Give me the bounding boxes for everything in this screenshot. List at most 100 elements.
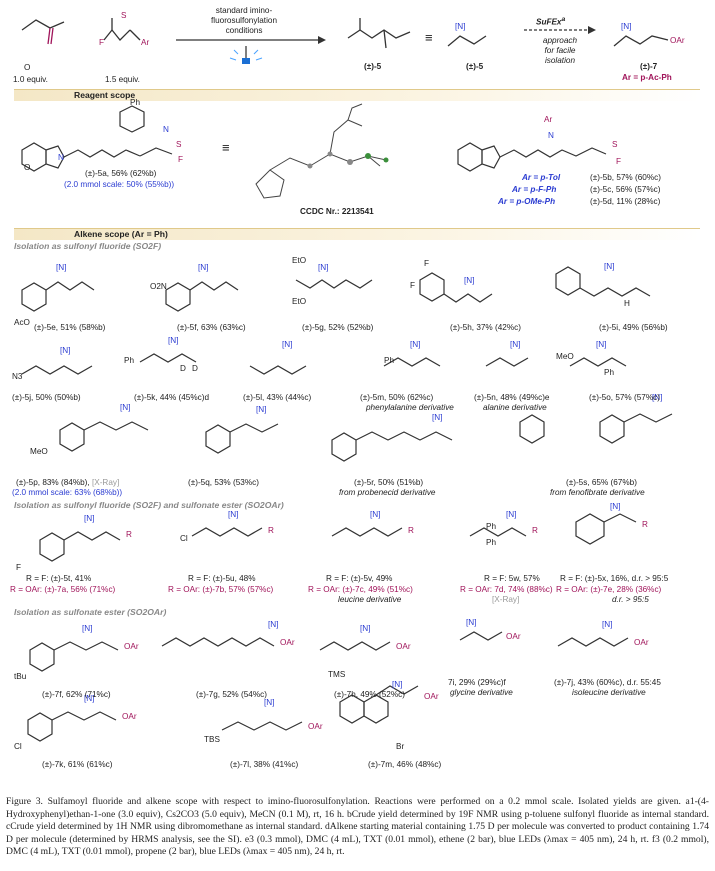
label-n: [N] xyxy=(596,340,607,349)
label-f: F xyxy=(424,259,430,268)
label-n: [N] xyxy=(82,624,93,633)
compound-7l-yield: (±)-7l, 38% (41%c) xyxy=(230,760,299,769)
section-reagent-scope: Reagent scope xyxy=(74,90,136,100)
label-oar: OAr xyxy=(122,712,137,721)
compound-7g-yield: (±)-7g, 52% (54%c) xyxy=(196,690,267,699)
divider xyxy=(14,228,700,229)
compound-7i-yield: 7i, 29% (29%c)f xyxy=(448,678,506,687)
reagent-structures xyxy=(21,103,607,199)
label-eto: EtO xyxy=(292,256,307,265)
compound-5l-yield: (±)-5l, 43% (44%c) xyxy=(243,393,312,402)
label-r: R xyxy=(532,526,538,535)
label-oar: OAr xyxy=(506,632,521,641)
label-n: [N] xyxy=(60,346,71,355)
compound-5o-yield: (±)-5o, 57% (57%c) xyxy=(589,393,660,402)
label-n: [N] xyxy=(604,262,615,271)
label-cl: Cl xyxy=(14,742,22,751)
compound-5q-yield: (±)-5q, 53% (53%c) xyxy=(188,478,259,487)
ar-tol: Ar = p-Tol xyxy=(522,173,561,182)
alkene-scope-structures xyxy=(21,266,673,742)
compound-5p-yield: (±)-5p, 83% (84%b), [X-Ray] xyxy=(16,478,120,487)
label-n: [N] xyxy=(198,263,209,272)
compound-5i-yield: (±)-5i, 49% (56%b) xyxy=(599,323,668,332)
reagent-equiv: 1.5 equiv. xyxy=(105,75,140,84)
ar-ome: Ar = p-OMe-Ph xyxy=(498,197,556,206)
section-isolation-ester: Isolation as sulfonate ester (SO2OAr) xyxy=(14,607,167,617)
label-aco: AcO xyxy=(14,318,30,327)
label-meo: MeO xyxy=(30,447,48,456)
compound-7k-yield: (±)-7k, 61% (61%c) xyxy=(42,760,113,769)
label-f: F xyxy=(616,157,622,166)
label-o: O xyxy=(24,163,31,172)
label-n3: N3 xyxy=(12,372,23,381)
label-o2n: O2N xyxy=(150,282,167,291)
compound-5n-note: alanine derivative xyxy=(483,403,547,412)
section-band xyxy=(14,90,700,101)
label-tbu: tBu xyxy=(14,672,27,681)
label-d: D xyxy=(180,364,186,373)
equivalence-sign: ≡ xyxy=(425,30,433,45)
label-oar: OAr xyxy=(424,692,439,701)
compound-7j-note: isoleucine derivative xyxy=(572,688,646,697)
alkene-equiv: 1.0 equiv. xyxy=(13,75,48,84)
compound-5n-yield: (±)-5n, 48% (49%c)e xyxy=(474,393,550,402)
label-n: [N] xyxy=(268,620,279,629)
figure-caption: Figure 3. Sulfamoyl fluoride and alkene … xyxy=(6,796,709,858)
label-n: [N] xyxy=(610,502,621,511)
label-ph: Ph xyxy=(130,98,141,107)
label-n: [N] xyxy=(84,514,95,523)
label-5b: (±)-5 xyxy=(466,62,484,71)
compound-5s-yield: (±)-5s, 65% (67%b) xyxy=(566,478,637,487)
label-r: R xyxy=(268,526,274,535)
label-ar: Ar xyxy=(141,38,150,47)
label-n: N xyxy=(58,153,64,162)
label-n: [N] xyxy=(621,22,632,31)
compound-7h-yield: (±)-7h, 49% (52%c) xyxy=(334,690,405,699)
label-n: [N] xyxy=(56,263,67,272)
label-f: F xyxy=(16,563,22,572)
label-n: N xyxy=(548,131,554,140)
compound-5u-yield: R = F: (±)-5u, 48% xyxy=(188,574,256,583)
compound-5a-scale: (2.0 mmol scale: 50% (55%b)) xyxy=(64,180,175,189)
label-n: [N] xyxy=(455,22,466,31)
label-n: [N] xyxy=(120,403,131,412)
label-n: [N] xyxy=(168,336,179,345)
compound-5b-yield: (±)-5b, 57% (60%c) xyxy=(590,173,661,182)
compound-7b-yield: R = OAr: (±)-7b, 57% (57%c) xyxy=(168,585,274,594)
compound-5h-yield: (±)-5h, 37% (42%c) xyxy=(450,323,521,332)
label-n: [N] xyxy=(256,405,267,414)
label-n: [N] xyxy=(228,510,239,519)
compound-7f-yield: (±)-7f, 62% (71%c) xyxy=(42,690,111,699)
label-n: [N] xyxy=(510,340,521,349)
label-n: [N] xyxy=(84,694,95,703)
compound-5c-yield: (±)-5c, 56% (57%c) xyxy=(590,185,661,194)
label-n: [N] xyxy=(392,680,403,689)
label-meo: MeO xyxy=(556,352,574,361)
compound-5m-yield: (±)-5m, 50% (62%c) xyxy=(360,393,434,402)
label-r: R xyxy=(126,530,132,539)
label-o: O xyxy=(24,63,31,72)
label-7: (±)-7 xyxy=(640,62,658,71)
label-ar: Ar xyxy=(544,115,553,124)
label-d: D xyxy=(192,364,198,373)
label-n: N xyxy=(163,125,169,134)
label-tms: TMS xyxy=(328,670,346,679)
label-tbs: TBS xyxy=(204,735,220,744)
label-s: S xyxy=(121,11,127,20)
label-n: [N] xyxy=(506,510,517,519)
label-n: [N] xyxy=(652,393,663,402)
label-f: F xyxy=(178,155,184,164)
compound-7j-yield: (±)-7j, 43% (60%c), d.r. 55:45 xyxy=(554,678,661,687)
compound-7c-yield: R = OAr: (±)-7c, 49% (51%c) xyxy=(308,585,413,594)
ccdc-number: CCDC Nr.: 2213541 xyxy=(300,207,374,216)
compound-7e-note: d.r. > 95:5 xyxy=(612,595,649,604)
label-f: F xyxy=(410,281,416,290)
compound-5v-yield: R = F: (±)-5v, 49% xyxy=(326,574,393,583)
compound-5w-yield: R = F: 5w, 57% xyxy=(484,574,540,583)
label-oar: OAr xyxy=(396,642,411,651)
equivalence-sign: ≡ xyxy=(222,140,230,155)
label-n: [N] xyxy=(282,340,293,349)
compound-7i-note: glycine derivative xyxy=(450,688,513,697)
label-n: [N] xyxy=(318,263,329,272)
label-ph: Ph xyxy=(486,522,497,531)
